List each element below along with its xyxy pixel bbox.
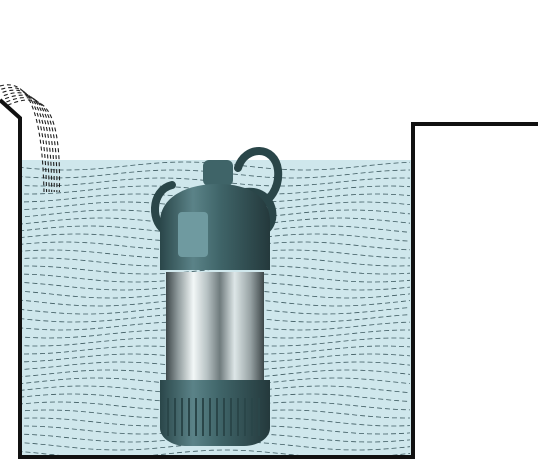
pump-side-boss xyxy=(178,212,208,257)
pump-upper-housing xyxy=(160,184,270,270)
pump-top-cap xyxy=(203,160,233,186)
pump-base xyxy=(160,380,270,446)
pump-steel-motor xyxy=(166,272,264,380)
